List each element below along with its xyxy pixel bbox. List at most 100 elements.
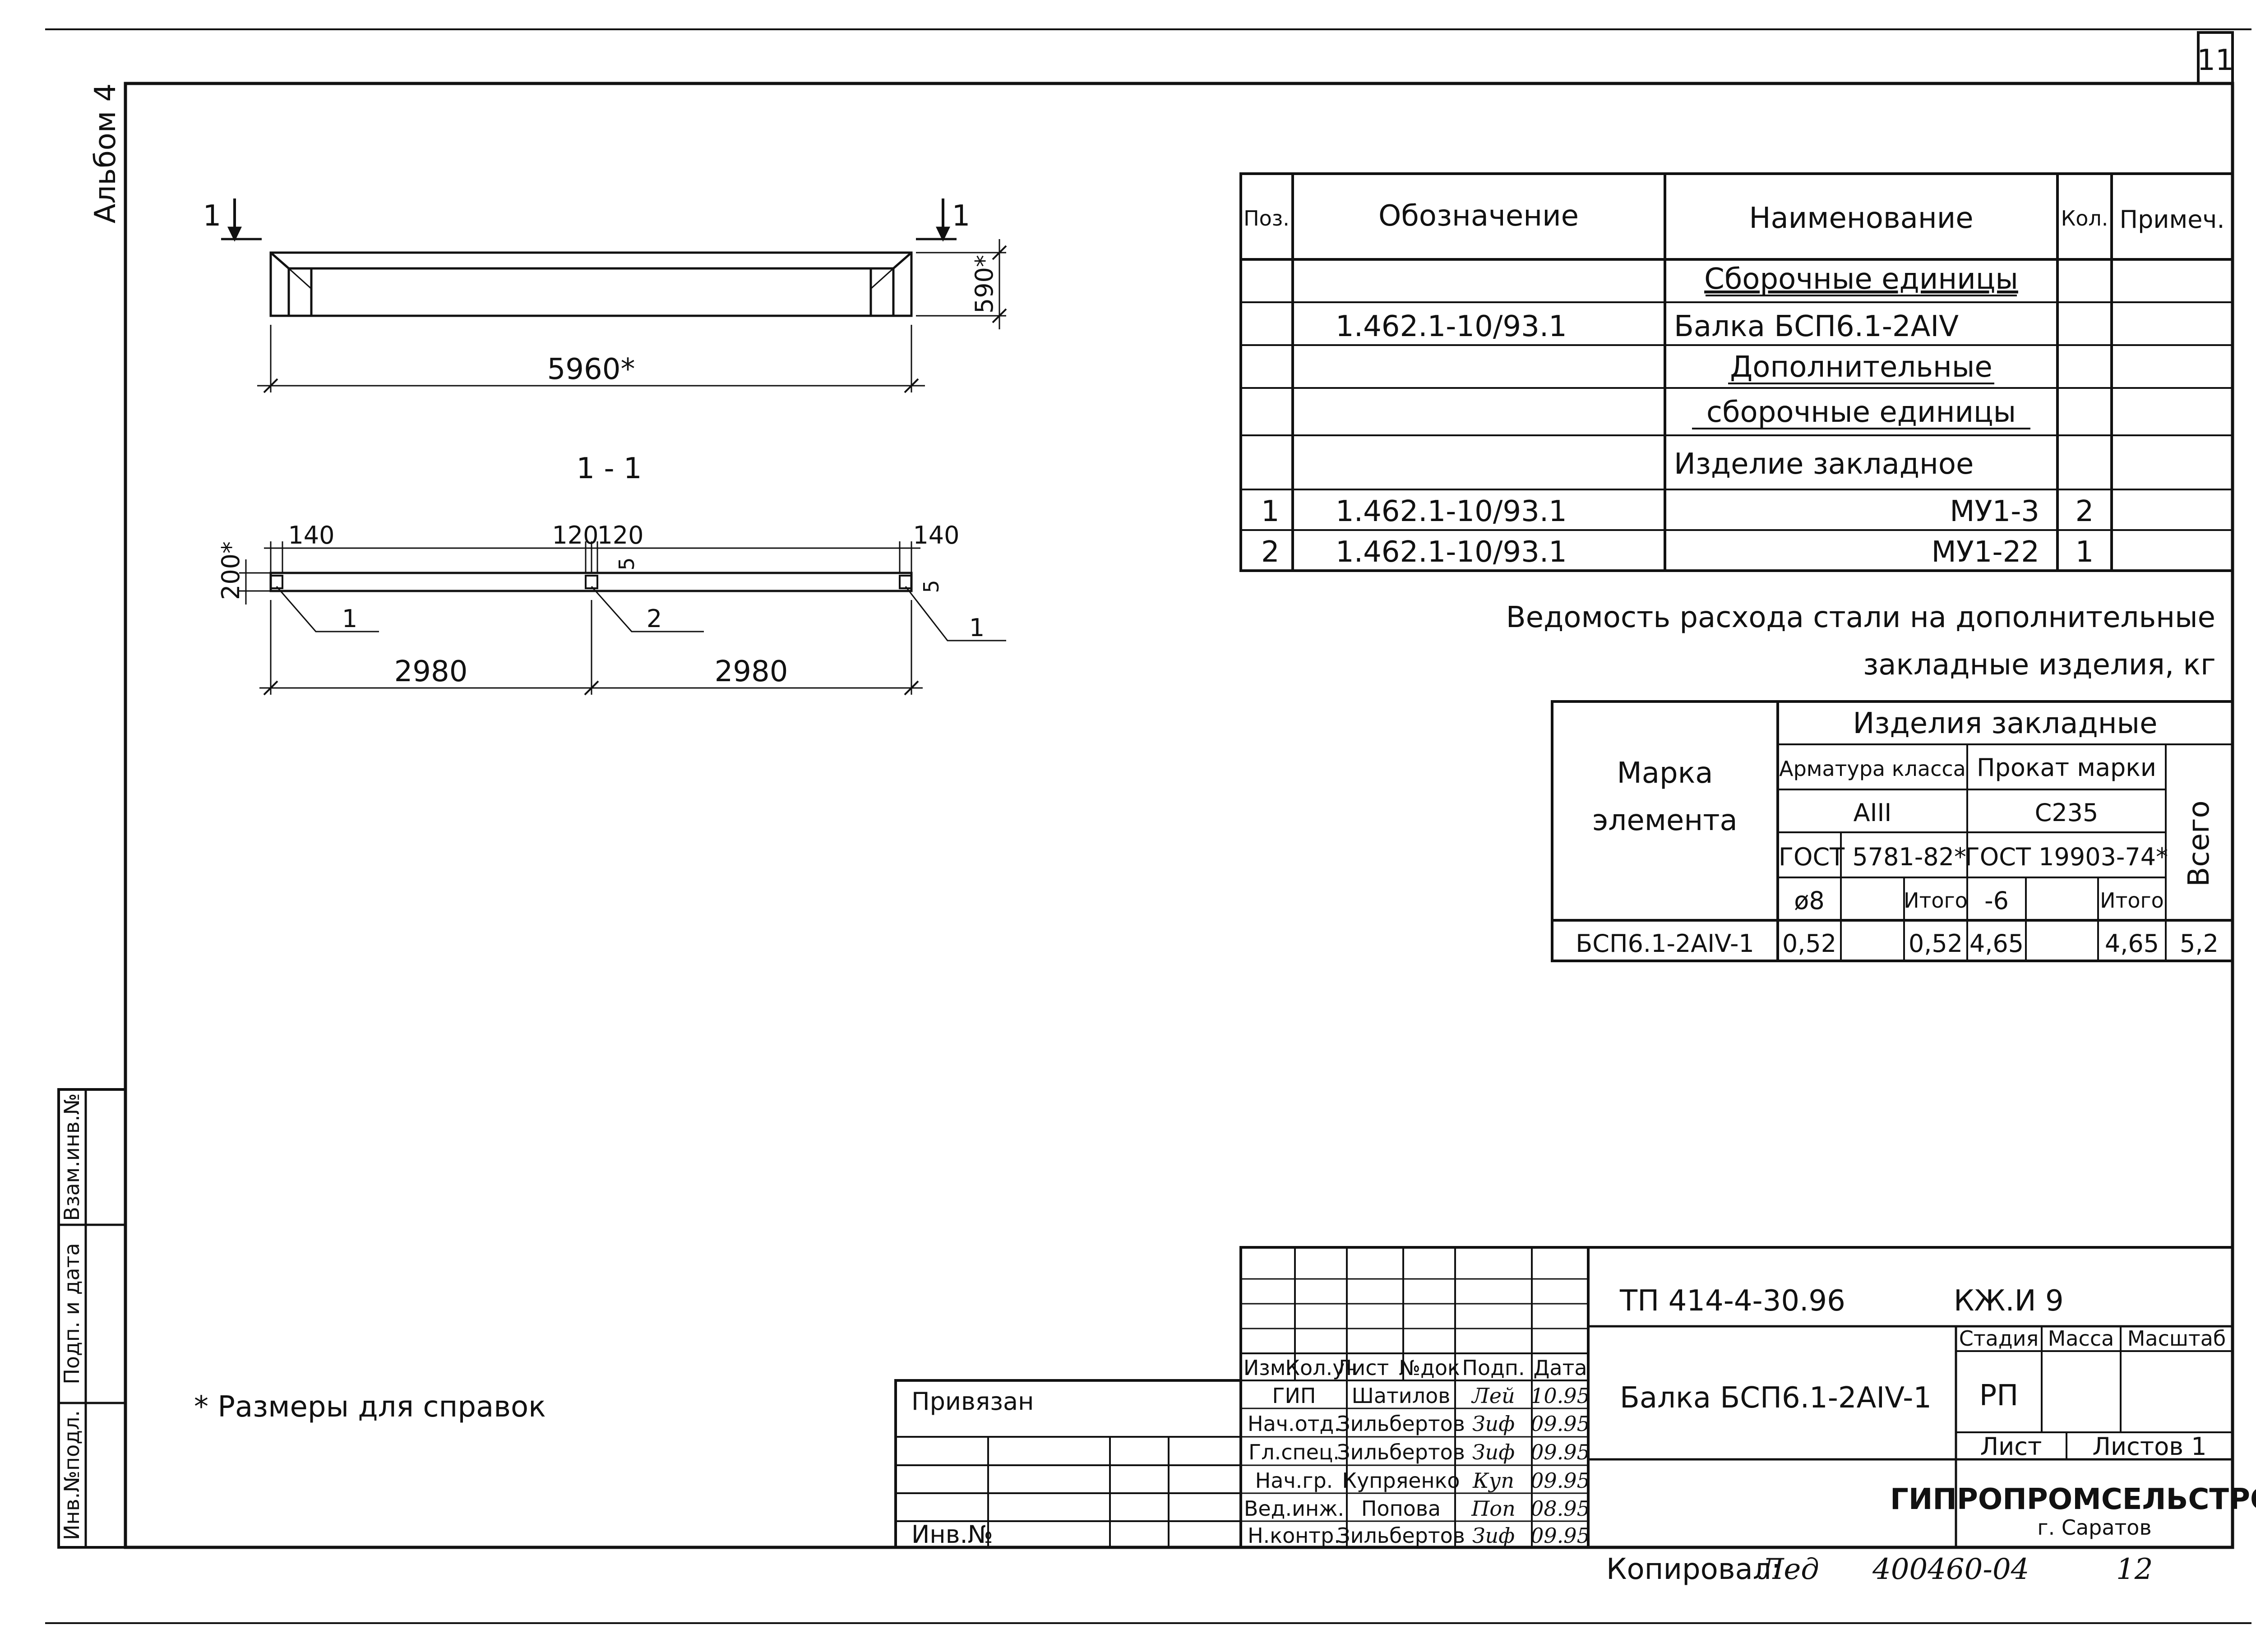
steel-group-header: Изделия закладные (1853, 707, 2158, 740)
steel-row-d8: 0,52 (1782, 929, 1836, 958)
spec-header-note: Примеч. (2119, 205, 2224, 234)
stage-value: РП (1979, 1379, 2019, 1412)
leader-1-right: 1 (969, 614, 985, 642)
steel-rebar-gost: ГОСТ 5781-82* (1779, 843, 1966, 871)
spec-row-additional-units: сборочные единицы (1706, 396, 2016, 429)
dim-5-right: 5 (919, 580, 943, 593)
beam-elevation: 1 1 5960* 590* (203, 198, 1007, 393)
steel-rolled-header: Прокат марки (1977, 753, 2156, 782)
col-header-qty: Кол.уч (1285, 1356, 1357, 1380)
section-marker-right: 1 (952, 199, 971, 233)
steel-mark-header-1: Марка (1617, 757, 1713, 790)
copied-by-signature: Лед (1758, 1553, 1819, 1586)
spec-row-2-qty: 1 (2076, 535, 2094, 569)
steel-sub-itogo-2: Итого (2100, 888, 2164, 913)
section-plan: 1 - 1 140 120 120 140 5 5 200* 1 2 1 (217, 452, 1006, 696)
span-right: 2980 (715, 655, 788, 688)
sig-name-1: Шатилов (1352, 1384, 1451, 1408)
mass-header: Масса (2048, 1326, 2114, 1351)
spec-header-name: Наименование (1749, 202, 1973, 235)
copied-by-label: Копировал: (1606, 1553, 1781, 1586)
album-label: Альбом 4 (89, 83, 122, 223)
sig-role-2: Нач.отд. (1248, 1412, 1341, 1436)
spec-row-beam-name: Балка БСП6.1-2АIV (1674, 310, 1959, 343)
section-marker-left: 1 (203, 199, 222, 233)
document-title: Балка БСП6.1-2АIV-1 (1620, 1381, 1932, 1415)
sig-date-2: 09.95 (1530, 1412, 1590, 1436)
steel-sub-d8: ø8 (1794, 886, 1824, 915)
sig-sign-2: Зиф (1472, 1412, 1515, 1436)
sig-name-3: Зильбертов (1337, 1440, 1465, 1464)
specification-table: Поз. Обозначение Наименование Кол. Приме… (1239, 172, 2234, 572)
bound-label: Привязан (911, 1387, 1034, 1416)
steel-row-itogo-2: 4,65 (2105, 929, 2159, 958)
spec-row-1-designation: 1.462.1-10/93.1 (1336, 495, 1567, 528)
sig-sign-6: Зиф (1472, 1523, 1515, 1548)
side-stamp: Взам.инв.№ Подп. и дата Инв.№подл. (57, 1088, 127, 1549)
side-stamp-replacement: Взам.инв.№ (60, 1093, 84, 1221)
spec-row-beam-designation: 1.462.1-10/93.1 (1336, 310, 1567, 343)
spec-row-assembly-units: Сборочные единицы (1704, 263, 2018, 296)
col-header-change: Изм. (1244, 1356, 1292, 1380)
inventory-label: Инв.№ (911, 1520, 993, 1549)
spec-header-pos: Поз. (1244, 206, 1290, 231)
spec-row-2-designation: 1.462.1-10/93.1 (1336, 535, 1567, 569)
dim-120-b: 120 (597, 521, 643, 549)
dim-140-right: 140 (913, 521, 959, 549)
span-left: 2980 (394, 655, 468, 688)
sig-date-6: 09.95 (1530, 1523, 1590, 1548)
leader-2: 2 (647, 605, 662, 633)
steel-table: Ведомость расхода стали на дополнительны… (1506, 601, 2234, 962)
steel-row-minus6: 4,65 (1969, 929, 2024, 958)
col-header-date: Дата (1533, 1356, 1587, 1380)
steel-total-header: Всего (2182, 800, 2216, 886)
sheets-label: Листов 1 (2092, 1432, 2206, 1461)
steel-table-title-1: Ведомость расхода стали на дополнительны… (1506, 601, 2215, 634)
stage-header: Стадия (1959, 1326, 2039, 1351)
sig-sign-5: Поп (1471, 1496, 1515, 1521)
steel-row-itogo-1: 0,52 (1909, 929, 1963, 958)
sig-name-5: Попова (1361, 1496, 1441, 1521)
scale-header: Масштаб (2127, 1326, 2226, 1351)
sig-date-3: 09.95 (1530, 1440, 1590, 1464)
sig-sign-1: Лей (1471, 1384, 1515, 1408)
sig-date-5: 08.95 (1530, 1496, 1590, 1521)
spec-row-additional: Дополнительные (1730, 351, 1992, 384)
spec-row-1-name: МУ1-3 (1950, 495, 2039, 528)
organization: ГИПРОПРОМСЕЛЬСТРОЙ (1890, 1482, 2256, 1516)
sig-role-5: Вед.инж. (1244, 1496, 1344, 1521)
side-stamp-inventory: Инв.№подл. (60, 1410, 84, 1540)
project-code: ТП 414-4-30.96 (1619, 1284, 1845, 1318)
spec-row-1-pos: 1 (1261, 495, 1280, 528)
section-title: 1 - 1 (576, 452, 642, 485)
sig-sign-4: Куп (1472, 1468, 1514, 1493)
steel-row-mark: БСП6.1-2АIV-1 (1576, 929, 1754, 958)
page-number: 11 (2197, 44, 2233, 77)
steel-row-total: 5,2 (2180, 929, 2219, 958)
col-header-docnum: №док (1399, 1356, 1460, 1380)
steel-sub-minus6: -6 (1984, 886, 2009, 915)
steel-rebar-class: АIII (1854, 798, 1892, 827)
steel-sub-itogo-1: Итого (1904, 888, 1968, 913)
side-stamp-signature: Подп. и дата (60, 1243, 84, 1384)
spec-row-2-pos: 2 (1261, 535, 1280, 569)
sig-name-2: Зильбертов (1337, 1412, 1465, 1436)
sig-name-4: Купряенко (1342, 1468, 1460, 1493)
sig-role-1: ГИП (1272, 1384, 1316, 1408)
archive-code: 400460-04 (1872, 1553, 2029, 1586)
sig-date-1: 10.95 (1530, 1384, 1590, 1408)
sig-role-3: Гл.спец. (1248, 1440, 1340, 1464)
title-block: Привязан Инв.№ Изм. Кол.уч Лист №док Под… (894, 1246, 2256, 1549)
sheet-code: КЖ.И 9 (1954, 1284, 2064, 1318)
dim-200: 200* (217, 541, 245, 600)
col-header-signature: Подп. (1462, 1356, 1525, 1380)
spec-header-designation: Обозначение (1378, 199, 1579, 233)
steel-rebar-header: Арматура класса (1779, 757, 1966, 781)
spec-row-1-qty: 2 (2076, 495, 2094, 528)
steel-mark-header-2: элемента (1592, 804, 1737, 837)
steel-table-title-2: закладные изделия, кг (1863, 648, 2216, 682)
sig-sign-3: Зиф (1472, 1440, 1515, 1464)
page-number-box (2197, 31, 2234, 85)
sig-name-6: Зильбертов (1337, 1523, 1465, 1548)
